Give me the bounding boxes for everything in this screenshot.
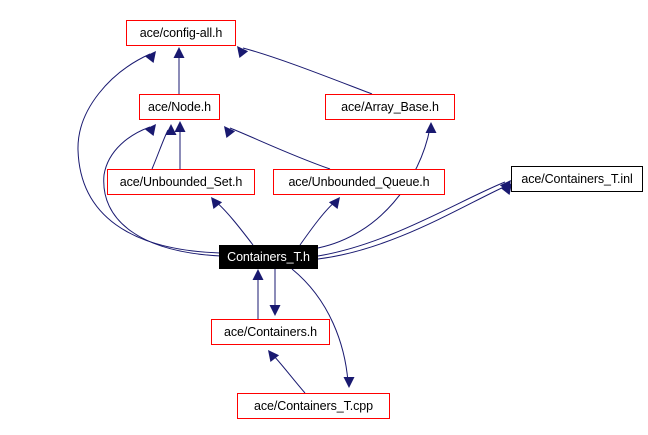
edge-arrowhead — [328, 197, 340, 210]
graph-edge — [317, 181, 506, 257]
graph-node-label: ace/config-all.h — [139, 25, 223, 40]
graph-edge — [271, 353, 306, 394]
edge-arrowhead — [224, 126, 236, 139]
graph-node-containers-t-h[interactable]: Containers_T.h — [219, 245, 318, 269]
graph-node-config-all[interactable]: ace/config-all.h — [126, 20, 236, 46]
graph-node-containers-t-inl[interactable]: ace/Containers_T.inl — [511, 166, 643, 192]
edge-arrowhead — [144, 51, 156, 64]
graph-node-array-base[interactable]: ace/Array_Base.h — [325, 94, 455, 120]
edge-arrowhead — [425, 122, 437, 133]
graph-node-unbounded-queue[interactable]: ace/Unbounded_Queue.h — [273, 169, 445, 195]
graph-edge — [291, 268, 349, 383]
graph-edge — [77, 53, 221, 254]
graph-node-containers-t-cpp[interactable]: ace/Containers_T.cpp — [237, 393, 390, 419]
edge-arrowhead — [343, 377, 355, 388]
edge-arrowhead — [500, 183, 512, 196]
graph-edge — [229, 127, 331, 170]
graph-node-label: ace/Unbounded_Queue.h — [288, 174, 430, 189]
graph-node-label: ace/Array_Base.h — [341, 99, 439, 114]
graph-node-node-h[interactable]: ace/Node.h — [139, 94, 220, 120]
graph-edge — [151, 129, 169, 170]
graph-node-containers-h[interactable]: ace/Containers.h — [211, 319, 330, 345]
graph-node-label: ace/Containers_T.inl — [521, 171, 633, 186]
edge-arrowhead — [268, 350, 280, 363]
graph-node-label: Containers_T.h — [227, 249, 310, 264]
graph-node-label: ace/Containers.h — [224, 324, 317, 339]
graph-edge — [317, 127, 431, 249]
graph-edge — [242, 47, 373, 95]
graph-edge — [317, 185, 507, 260]
edge-arrowhead — [252, 269, 264, 280]
edge-arrowhead — [173, 47, 185, 58]
edge-arrowhead — [269, 305, 281, 316]
edge-arrowhead — [144, 124, 156, 137]
graph-node-label: ace/Containers_T.cpp — [254, 398, 373, 413]
graph-edge — [103, 126, 222, 257]
edge-arrowhead — [165, 124, 177, 135]
graph-node-unbounded-set[interactable]: ace/Unbounded_Set.h — [107, 169, 255, 195]
graph-edge — [214, 200, 254, 246]
edge-arrowhead — [174, 121, 186, 132]
edge-arrowhead — [237, 46, 249, 59]
graph-node-label: ace/Unbounded_Set.h — [119, 174, 243, 189]
graph-edge — [299, 200, 337, 246]
edge-arrowhead — [211, 197, 223, 210]
graph-node-label: ace/Node.h — [148, 99, 211, 114]
